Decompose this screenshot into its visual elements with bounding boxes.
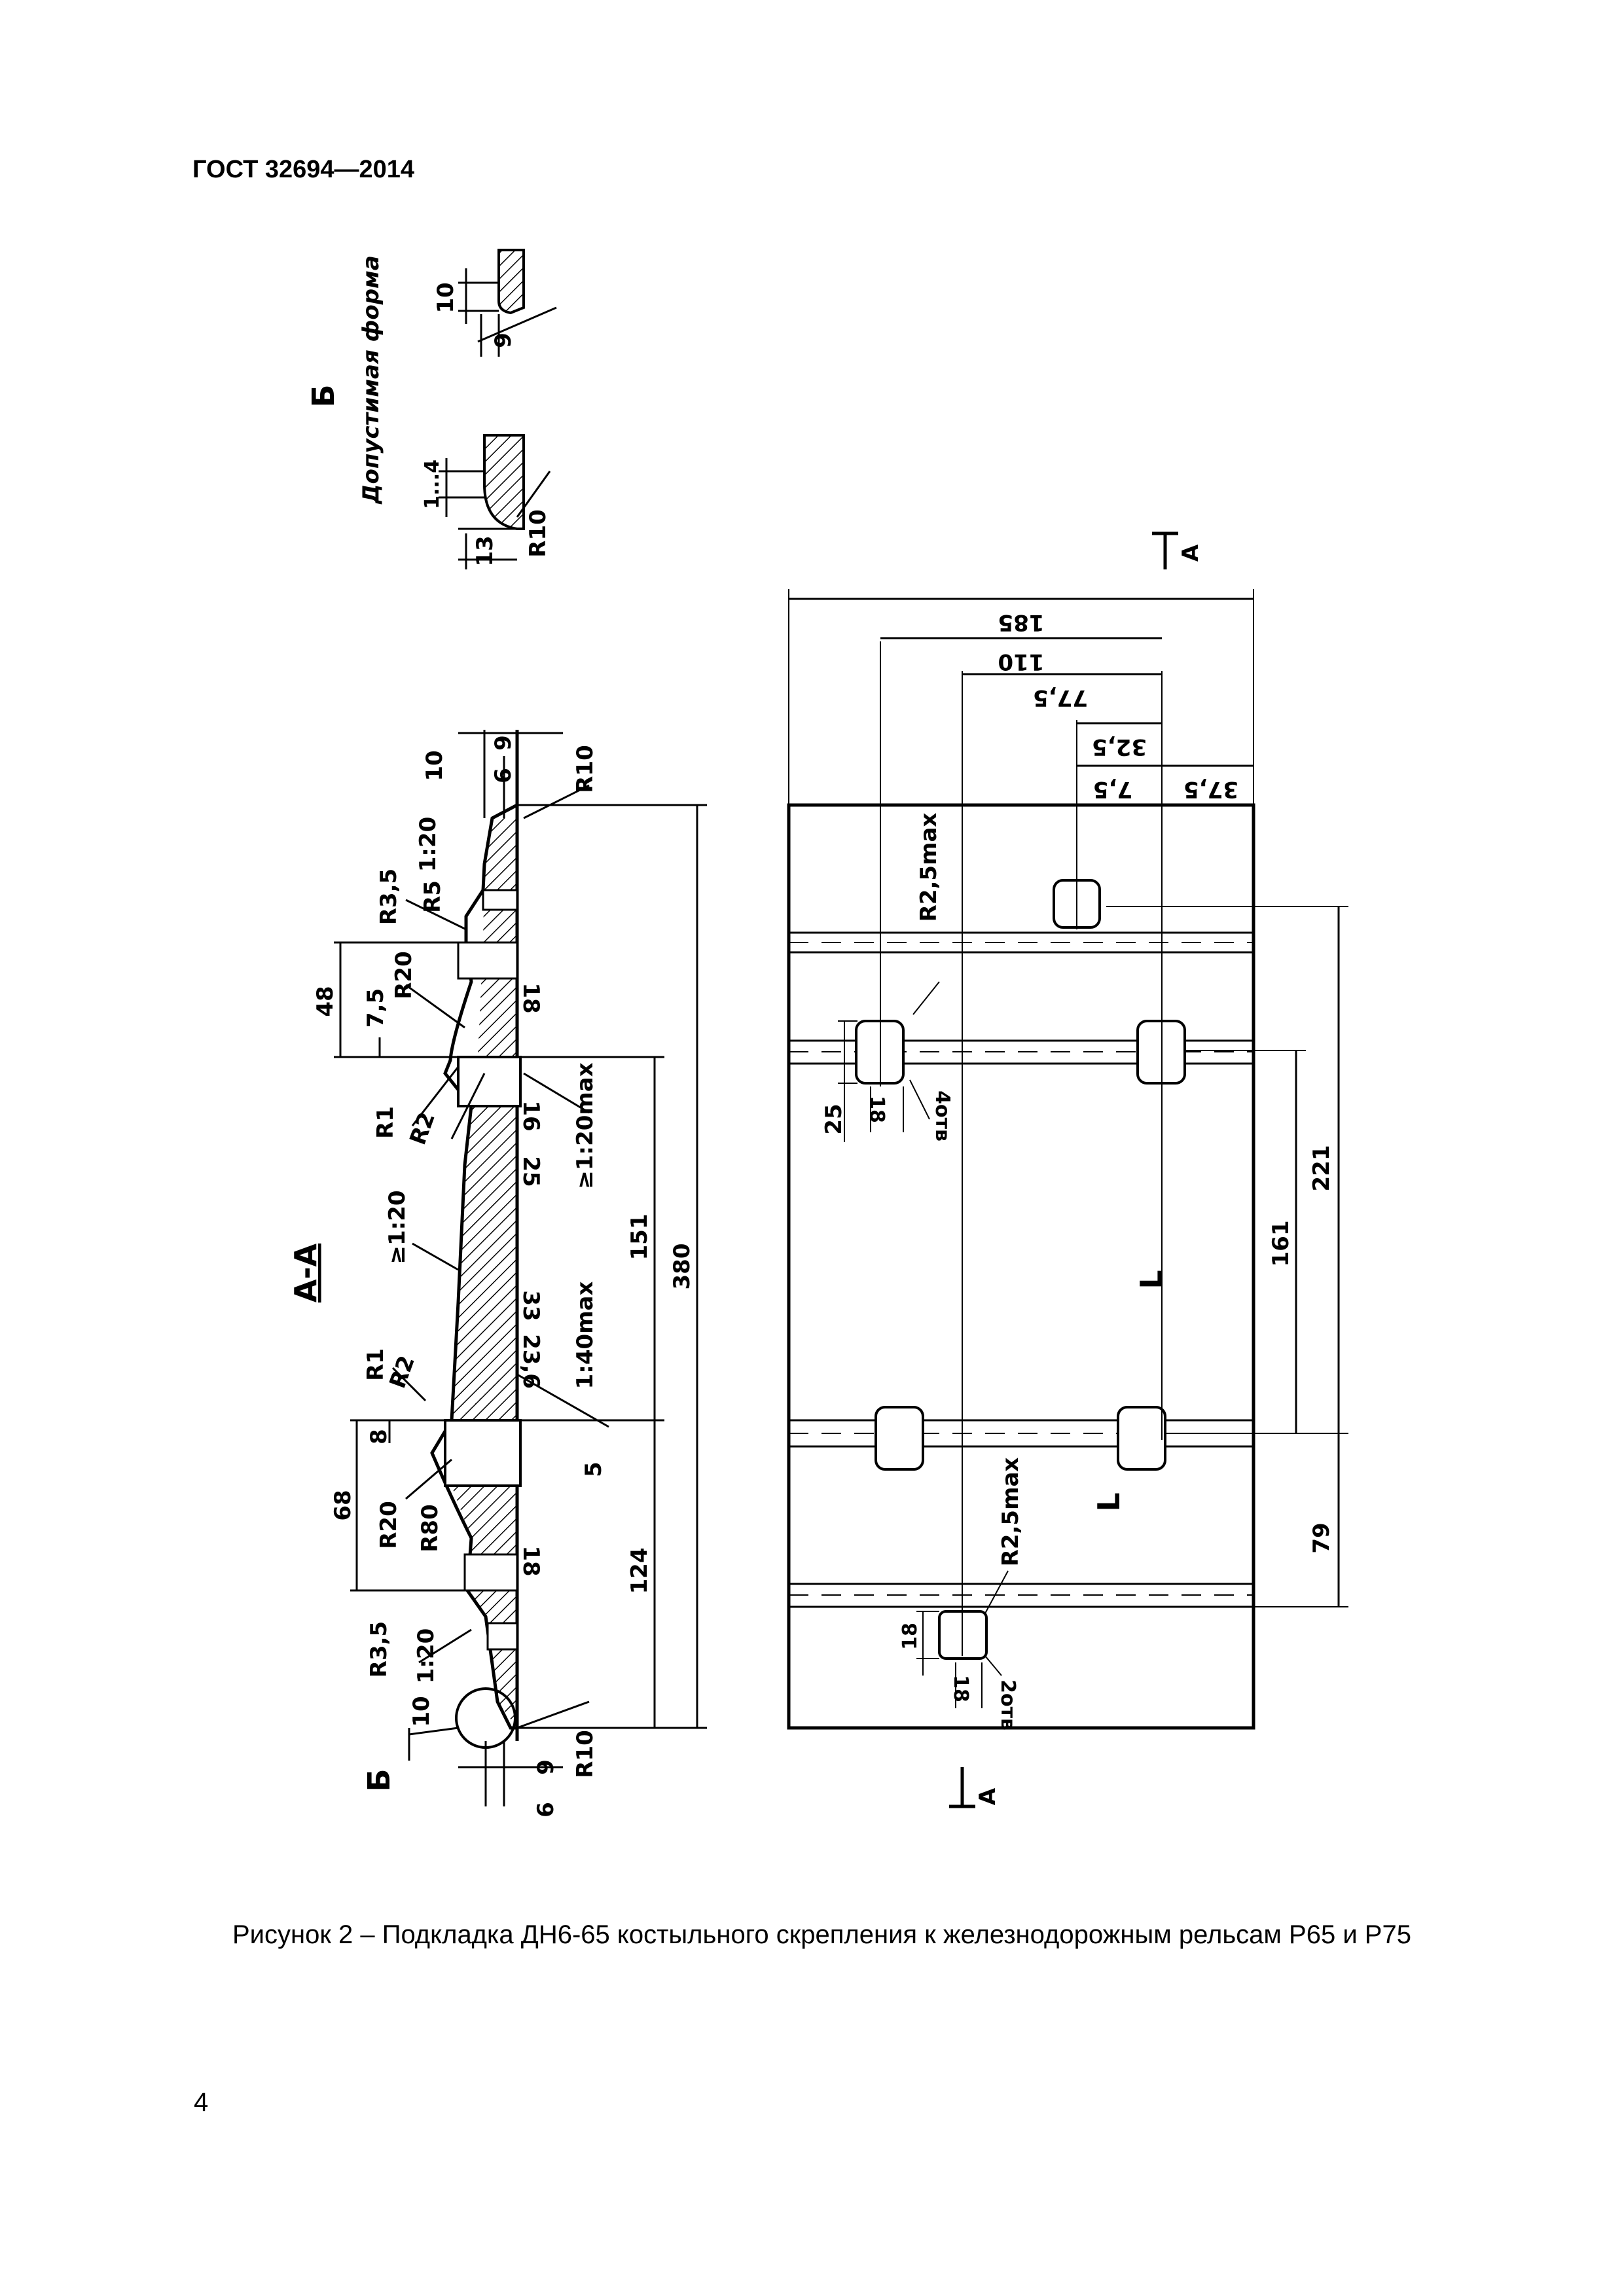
dim-plan-r2-5max-bottom: R2,5max [998, 1458, 1024, 1567]
dim-aa-r10-top: R10 [572, 745, 598, 793]
dim-aa-48: 48 [312, 986, 338, 1016]
dim-aa-10-bottom: 10 [408, 1696, 435, 1727]
dim-aa-9-top: 9 [490, 735, 516, 751]
dim-aa-r1-bottom: R1 [363, 1348, 389, 1381]
dim-plan-l-bottom: L [1091, 1492, 1127, 1511]
dim-aa-5: 5 [581, 1462, 607, 1477]
dim-r10-b: R10 [525, 509, 551, 558]
detail-b-subtitle: Допустимая форма [358, 255, 384, 505]
dim-aa-6-top: 6 [490, 768, 516, 783]
dim-aa-8: 8 [366, 1429, 392, 1444]
document-id: ГОСТ 32694—2014 [192, 156, 415, 183]
detail-b-profile-lower: 1...4 13 R10 [421, 434, 551, 569]
page-number: 4 [194, 2088, 209, 2117]
dim-aa-33: 33 [518, 1290, 544, 1321]
dim-plan-185: 185 [998, 609, 1045, 636]
dim-aa-68: 68 [330, 1490, 356, 1520]
dim-10-b: 10 [433, 282, 459, 313]
dim-plan-l-top: L [1134, 1270, 1169, 1289]
dim-plan-110: 110 [998, 649, 1045, 675]
dim-aa-r20-top: R20 [391, 951, 417, 999]
dim-aa-slope-1-20-b: ≥1:20 [384, 1190, 410, 1264]
dim-plan-18-top: 18 [865, 1096, 888, 1123]
dim-aa-slope-1-40-max: 1:40max [572, 1281, 598, 1389]
dim-13: 13 [472, 535, 498, 566]
dim-plan-r2-5max-top: R2,5max [916, 813, 942, 922]
dim-aa-r80: R80 [417, 1504, 443, 1552]
dim-aa-16: 16 [518, 1100, 544, 1131]
dim-aa-r3-5-top: R3,5 [376, 869, 402, 925]
dim-aa-25: 25 [518, 1156, 544, 1187]
dim-aa-10-top: 10 [422, 750, 448, 781]
dim-plan-18-left: 18 [899, 1623, 922, 1650]
dim-aa-380: 380 [669, 1244, 695, 1290]
dim-aa-23-6: 23,6 [518, 1334, 544, 1389]
figure-caption: Рисунок 2 – Подкладка ДН6-65 костыльного… [232, 1920, 1411, 1949]
dim-plan-2holes: 2отв [996, 1679, 1019, 1731]
detail-b-profile-upper: 10 9 [433, 249, 557, 357]
dim-aa-r10-bottom: R10 [572, 1730, 598, 1778]
dim-plan-77-5: 77,5 [1033, 685, 1088, 711]
dim-aa-7-5: 7,5 [363, 988, 389, 1028]
dim-aa-r20-bottom: R20 [376, 1501, 402, 1549]
dim-aa-r5: R5 [420, 880, 446, 913]
dim-plan-161: 161 [1268, 1221, 1294, 1267]
dim-plan-18-bottom: 18 [949, 1675, 972, 1702]
dim-aa-124: 124 [626, 1548, 653, 1594]
dim-1-4: 1...4 [421, 459, 444, 509]
dim-aa-slope-1-20-a: 1:20 [415, 817, 441, 872]
dim-aa-151: 151 [626, 1214, 653, 1261]
dim-plan-32-5: 32,5 [1092, 734, 1147, 760]
dim-plan-7-5: 7,5 [1093, 776, 1132, 802]
detail-b-title: Б [306, 384, 341, 407]
dim-aa-18-top: 18 [518, 982, 544, 1013]
section-marker-a-top: А [1178, 544, 1204, 562]
dim-plan-79: 79 [1308, 1522, 1335, 1553]
dim-plan-25: 25 [821, 1103, 847, 1134]
section-a-a: А-А [288, 730, 707, 1818]
dim-aa-r2-top: R2 [405, 1109, 441, 1149]
dim-aa-slope-1-20-c: 1:20 [413, 1628, 439, 1684]
section-marker-a-bottom: А [975, 1787, 1001, 1805]
dim-aa-slope-1-20-max: ≥1:20max [572, 1062, 598, 1189]
dim-aa-6-bottom: 6 [533, 1802, 559, 1818]
detail-b: Б Допустимая форма 10 9 1...4 13 R [306, 249, 557, 569]
dim-aa-18-bottom: 18 [518, 1545, 544, 1576]
dim-plan-221: 221 [1308, 1145, 1335, 1192]
dim-aa-9-bottom: 9 [533, 1759, 559, 1775]
plan-view: 185 110 77,5 32,5 7,5 37,5 R2,5max 25 18… [787, 531, 1348, 1808]
dim-9-b: 9 [490, 332, 516, 348]
dim-aa-r1-top: R1 [372, 1106, 399, 1139]
dim-plan-4holes: 4отв [931, 1090, 954, 1141]
dim-aa-r2-bottom: R2 [384, 1352, 420, 1392]
dim-aa-r3-5-bottom: R3,5 [366, 1621, 392, 1677]
dim-plan-37-5: 37,5 [1183, 776, 1238, 802]
detail-b-callout: Б [361, 1768, 397, 1791]
section-title: А-А [288, 1243, 323, 1302]
